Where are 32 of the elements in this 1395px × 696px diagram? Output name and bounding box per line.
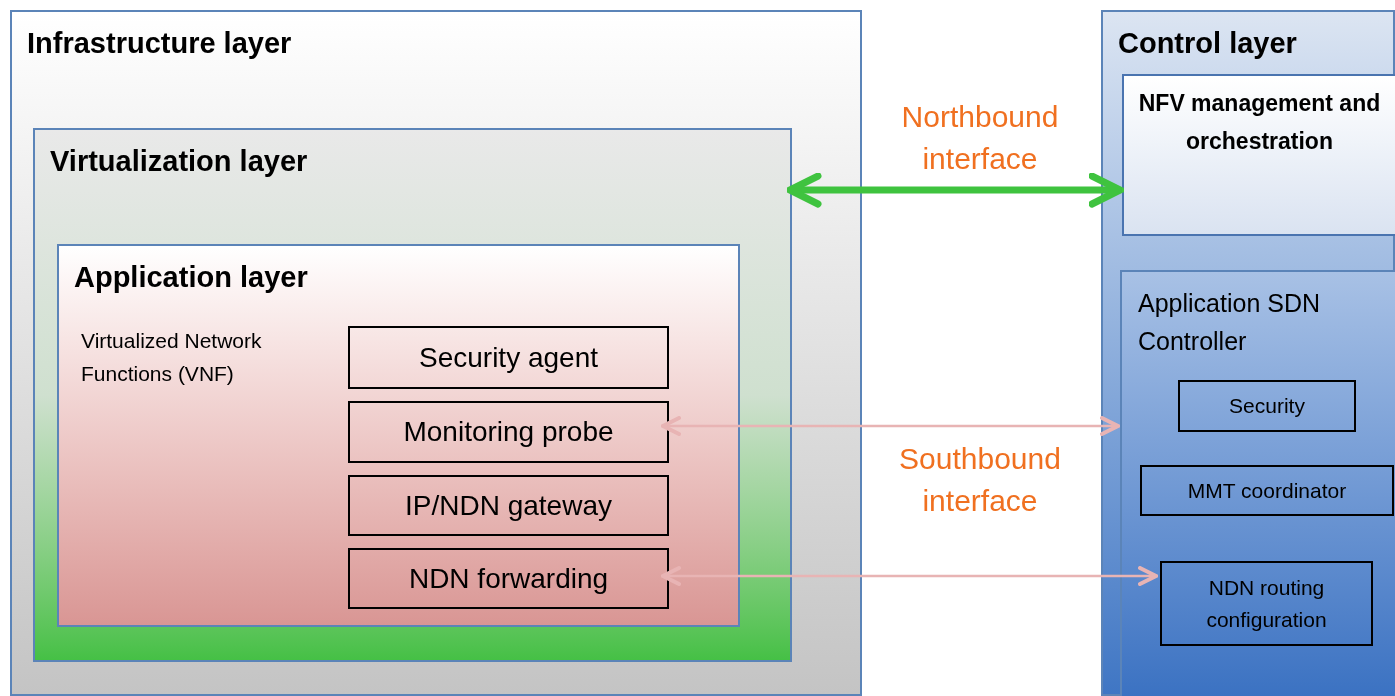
function-label: Monitoring probe bbox=[403, 415, 614, 449]
function-label: Security bbox=[1228, 393, 1306, 419]
function-box bbox=[348, 326, 669, 389]
layer-title: Virtualization layer bbox=[50, 144, 308, 179]
layer-panel bbox=[33, 128, 792, 662]
component-title: NFV management and orchestration bbox=[1137, 89, 1382, 156]
layer-panel bbox=[1101, 10, 1395, 696]
connector-arrow bbox=[786, 172, 1124, 208]
layer-title: Application layer bbox=[74, 260, 308, 295]
interface-label: Southbound interface bbox=[898, 441, 1062, 519]
layer-panel bbox=[10, 10, 862, 696]
function-box bbox=[1140, 465, 1394, 516]
connector-arrow bbox=[661, 416, 1120, 436]
layer-subtitle: Virtualized Network Functions (VNF) bbox=[81, 328, 263, 387]
interface-label: Northbound interface bbox=[900, 99, 1060, 177]
layer-title: Control layer bbox=[1118, 26, 1297, 61]
function-box bbox=[348, 475, 669, 536]
controller-title: Application SDN Controller bbox=[1137, 288, 1322, 357]
function-label: IP/NDN gateway bbox=[405, 488, 612, 523]
function-label: MMT coordinator bbox=[1186, 477, 1348, 504]
function-label: NDN routing configuration bbox=[1205, 574, 1328, 633]
function-box bbox=[348, 548, 669, 609]
layer-panel bbox=[57, 244, 740, 627]
connector-arrow bbox=[661, 566, 1158, 586]
function-box bbox=[1178, 380, 1356, 432]
layer-title: Infrastructure layer bbox=[27, 26, 292, 61]
function-label: NDN forwarding bbox=[408, 561, 609, 596]
controller-panel bbox=[1120, 270, 1395, 696]
function-label: Security agent bbox=[419, 340, 598, 375]
function-box bbox=[1160, 561, 1373, 646]
function-box bbox=[348, 401, 669, 463]
component-box bbox=[1122, 74, 1395, 236]
